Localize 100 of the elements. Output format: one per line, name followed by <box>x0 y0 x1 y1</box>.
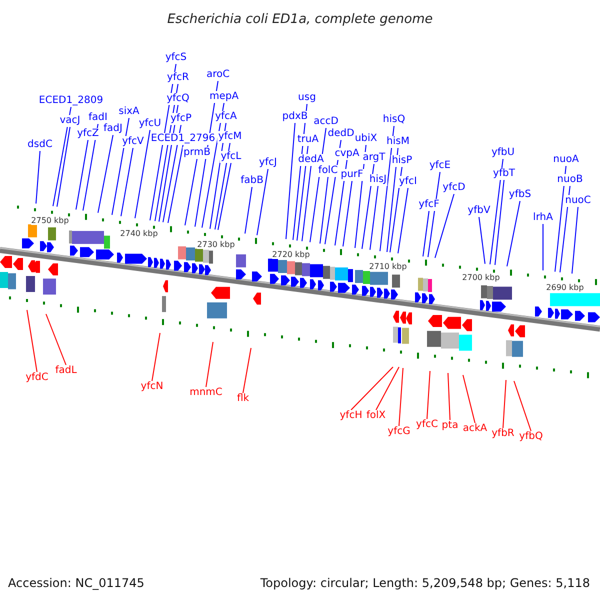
gene-label: yfbT <box>492 168 516 180</box>
gene-label: dedA <box>297 154 325 166</box>
gene-label: argT <box>362 152 386 164</box>
gene-label: yfbR <box>490 428 516 440</box>
position-tick-label: 2750 kbp <box>31 216 69 225</box>
gene-label: yfbU <box>490 147 516 159</box>
leader-line <box>380 126 394 252</box>
leader-line <box>560 186 570 273</box>
leader-line <box>46 314 66 366</box>
leader-line <box>422 210 430 257</box>
position-tick-label: 2730 kbp <box>197 240 235 249</box>
gene-label: cvpA <box>334 148 360 160</box>
footer-text: Topology: circular; Length: 5,209,548 bp; Genes: 5,118 <box>260 575 590 592</box>
leader-line <box>572 206 578 274</box>
leader-line <box>376 366 400 410</box>
gene-label: fabB <box>240 175 264 187</box>
position-tick-label: 2740 kbp <box>120 230 158 238</box>
gene-label: yfcA <box>214 111 238 123</box>
leader-line <box>210 122 226 230</box>
gene-label: aroC <box>205 69 231 81</box>
leader-line <box>320 176 328 244</box>
gene-label: usg <box>297 92 317 104</box>
gene-label: folC <box>317 165 339 177</box>
leader-line <box>184 158 198 226</box>
gene-label: vacJ <box>58 115 82 127</box>
leader-line <box>386 148 398 252</box>
leader-line <box>168 144 184 224</box>
gene-label: hisM <box>386 136 410 148</box>
leader-line <box>502 380 506 428</box>
position-tick-label: 2720 kbp <box>272 250 310 259</box>
position-tick-label: 2690 kbp <box>546 284 584 292</box>
leader-line <box>398 188 408 254</box>
leader-line <box>554 166 566 272</box>
leader-line <box>158 104 178 222</box>
gene-label: yfcG <box>386 426 412 438</box>
leader-line <box>112 118 130 216</box>
leader-line <box>448 372 450 420</box>
gene-label: yfdC <box>24 372 50 384</box>
gene-label: accD <box>312 116 340 128</box>
leader-line <box>542 224 544 271</box>
leader-line <box>206 342 214 388</box>
gene-label: sixA <box>118 106 140 118</box>
gene-label: prmB <box>182 147 212 159</box>
gene-label: hisJ <box>368 174 388 186</box>
leader-line <box>36 150 40 204</box>
gene-label: ECED1_2796 <box>150 133 216 145</box>
leader-line <box>426 370 430 420</box>
leader-line <box>56 126 70 208</box>
leader-line <box>286 122 296 240</box>
gene-label: truA <box>296 134 320 146</box>
leader-line <box>82 124 98 212</box>
leader-line <box>398 368 404 426</box>
leader-line <box>390 166 402 253</box>
gene-label: purF <box>340 169 364 181</box>
gene-label: yfcF <box>418 199 440 211</box>
leader-line <box>494 180 504 266</box>
leader-line <box>478 216 486 264</box>
leader-line <box>214 142 230 230</box>
leader-line <box>302 166 312 242</box>
gene-label: mepA <box>208 91 240 103</box>
leader-line <box>162 124 182 223</box>
footer-text: Accession: NC_011745 <box>8 575 144 592</box>
leader-line <box>434 194 454 258</box>
gene-label: fadJ <box>102 123 124 135</box>
leader-line <box>26 310 38 372</box>
gene-label: yfcQ <box>166 93 190 105</box>
gene-label: yfcZ <box>76 128 100 140</box>
gene-label: yfcV <box>121 136 145 148</box>
gene-label: fadI <box>88 112 108 124</box>
gene-label: yfcM <box>217 131 243 143</box>
gene-label: yfcL <box>220 151 242 163</box>
gene-label: yfcD <box>442 182 466 194</box>
gene-label: yfcC <box>415 419 439 431</box>
gene-label: pta <box>440 420 460 432</box>
gene-label: yfcS <box>164 52 188 64</box>
position-tick-label: 2710 kbp <box>369 263 407 272</box>
leader-line <box>462 374 476 424</box>
leader-line <box>296 146 308 241</box>
leader-line <box>428 172 440 258</box>
gene-label: ECED1_2809 <box>38 95 104 107</box>
gene-label: hisP <box>390 155 414 167</box>
leader-line <box>490 158 504 265</box>
position-tick-label: 2700 kbp <box>462 274 500 282</box>
gene-label: yfcH <box>338 410 364 422</box>
gene-label: yfcJ <box>258 157 278 169</box>
gene-label: yfbS <box>508 189 532 201</box>
gene-label: yfcN <box>140 381 164 393</box>
leader-line <box>370 186 378 250</box>
leader-line <box>152 332 160 382</box>
gene-label: nuoC <box>564 195 592 207</box>
leader-line <box>98 134 114 214</box>
diagram-title: Escherichia coli ED1a, complete genome <box>166 11 434 29</box>
leader-line <box>244 186 252 234</box>
gene-label: yfbV <box>466 205 492 217</box>
leader-line <box>362 164 374 250</box>
gene-label: yfbQ <box>518 431 544 443</box>
leader-line <box>256 168 268 236</box>
gene-label: hisQ <box>382 114 406 126</box>
leader-line <box>514 380 532 432</box>
leader-line <box>76 140 88 210</box>
